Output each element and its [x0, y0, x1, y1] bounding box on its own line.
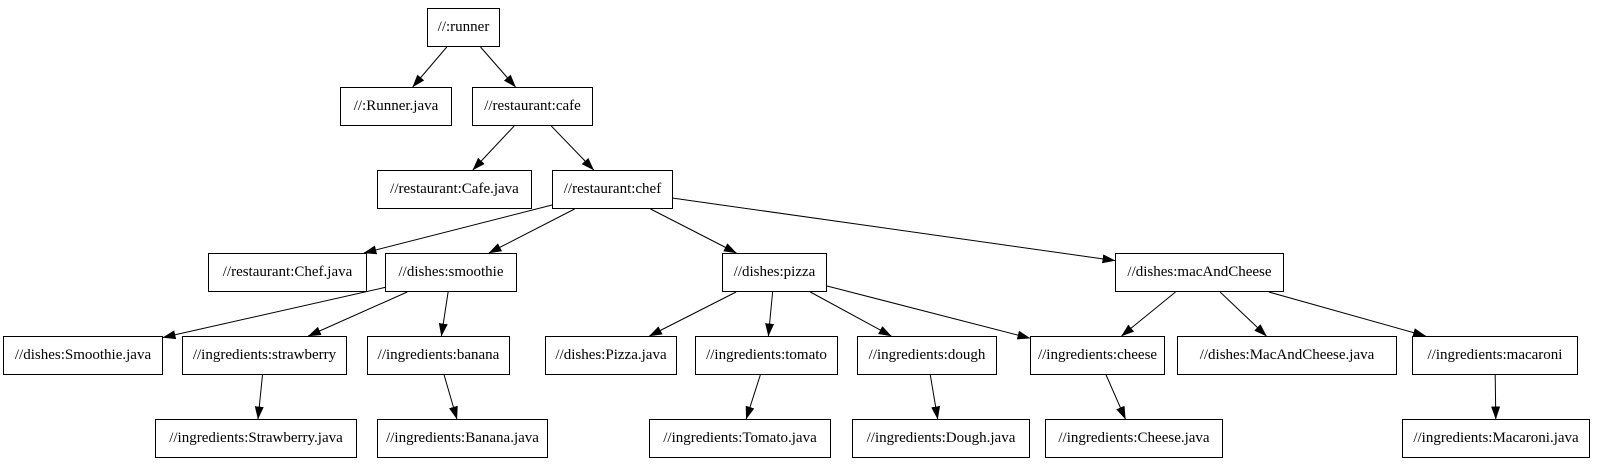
- edge-strawberry-to-strawberry_java: [254, 374, 264, 420]
- edge-chef-to-smoothie: [488, 208, 575, 254]
- edge-macandcheese-to-cheese: [1121, 291, 1176, 337]
- graph-node-tomato_java: //ingredients:Tomato.java: [649, 419, 831, 458]
- edge-smoothie-to-strawberry: [307, 291, 408, 337]
- graph-node-strawberry_java: //ingredients:Strawberry.java: [155, 419, 357, 458]
- edge-cafe-to-cafe_java: [472, 125, 515, 171]
- graph-node-macandcheese: //dishes:macAndCheese: [1115, 253, 1284, 292]
- graph-node-smoothie: //dishes:smoothie: [385, 253, 517, 292]
- edge-pizza-to-cheese: [826, 285, 1031, 340]
- graph-node-runner: //:runner: [427, 8, 500, 47]
- graph-node-tomato: //ingredients:tomato: [695, 336, 838, 375]
- graph-node-macaroni_java: //ingredients:Macaroni.java: [1402, 419, 1590, 458]
- graph-node-cafe: //restaurant:cafe: [472, 87, 593, 126]
- edge-chef-to-macandcheese: [672, 197, 1116, 264]
- edge-macandcheese-to-macandcheese_java: [1219, 291, 1267, 337]
- edge-runner-to-runner_java: [412, 46, 448, 88]
- graph-node-dough_java: //ingredients:Dough.java: [852, 419, 1030, 458]
- graph-node-cheese_java: //ingredients:Cheese.java: [1045, 419, 1223, 458]
- graph-node-banana_java: //ingredients:Banana.java: [377, 419, 548, 458]
- graph-node-macandcheese_java: //dishes:MacAndCheese.java: [1177, 336, 1397, 375]
- edge-pizza-to-dough: [810, 291, 892, 337]
- graph-node-cafe_java: //restaurant:Cafe.java: [377, 170, 532, 209]
- edge-pizza-to-pizza_java: [648, 291, 737, 337]
- edge-dough-to-dough_java: [929, 374, 941, 420]
- edge-tomato-to-tomato_java: [745, 374, 761, 420]
- edge-banana-to-banana_java: [443, 374, 458, 420]
- edge-macandcheese-to-macaroni: [1268, 291, 1427, 337]
- edge-pizza-to-tomato: [765, 291, 775, 337]
- graph-node-pizza_java: //dishes:Pizza.java: [545, 336, 677, 375]
- graph-node-banana: //ingredients:banana: [367, 336, 510, 375]
- graph-node-chef: //restaurant:chef: [552, 170, 673, 209]
- edge-cafe-to-chef: [550, 125, 595, 171]
- edge-macaroni-to-macaroni_java: [1491, 374, 1501, 420]
- graph-node-chef_java: //restaurant:Chef.java: [208, 253, 367, 292]
- edge-chef-to-chef_java: [363, 204, 553, 255]
- edge-runner-to-cafe: [480, 46, 516, 88]
- graph-node-dough: //ingredients:dough: [857, 336, 997, 375]
- graph-node-cheese: //ingredients:cheese: [1030, 336, 1165, 375]
- graph-node-runner_java: //:Runner.java: [340, 87, 452, 126]
- edge-smoothie-to-banana: [438, 291, 449, 337]
- edge-cheese-to-cheese_java: [1105, 374, 1126, 420]
- edge-chef-to-pizza: [650, 208, 737, 254]
- graph-node-pizza: //dishes:pizza: [722, 253, 827, 292]
- edge-smoothie-to-smoothie_java: [162, 286, 386, 340]
- graph-node-macaroni: //ingredients:macaroni: [1412, 336, 1578, 375]
- graph-node-smoothie_java: //dishes:Smoothie.java: [3, 336, 163, 375]
- graph-node-strawberry: //ingredients:strawberry: [182, 336, 347, 375]
